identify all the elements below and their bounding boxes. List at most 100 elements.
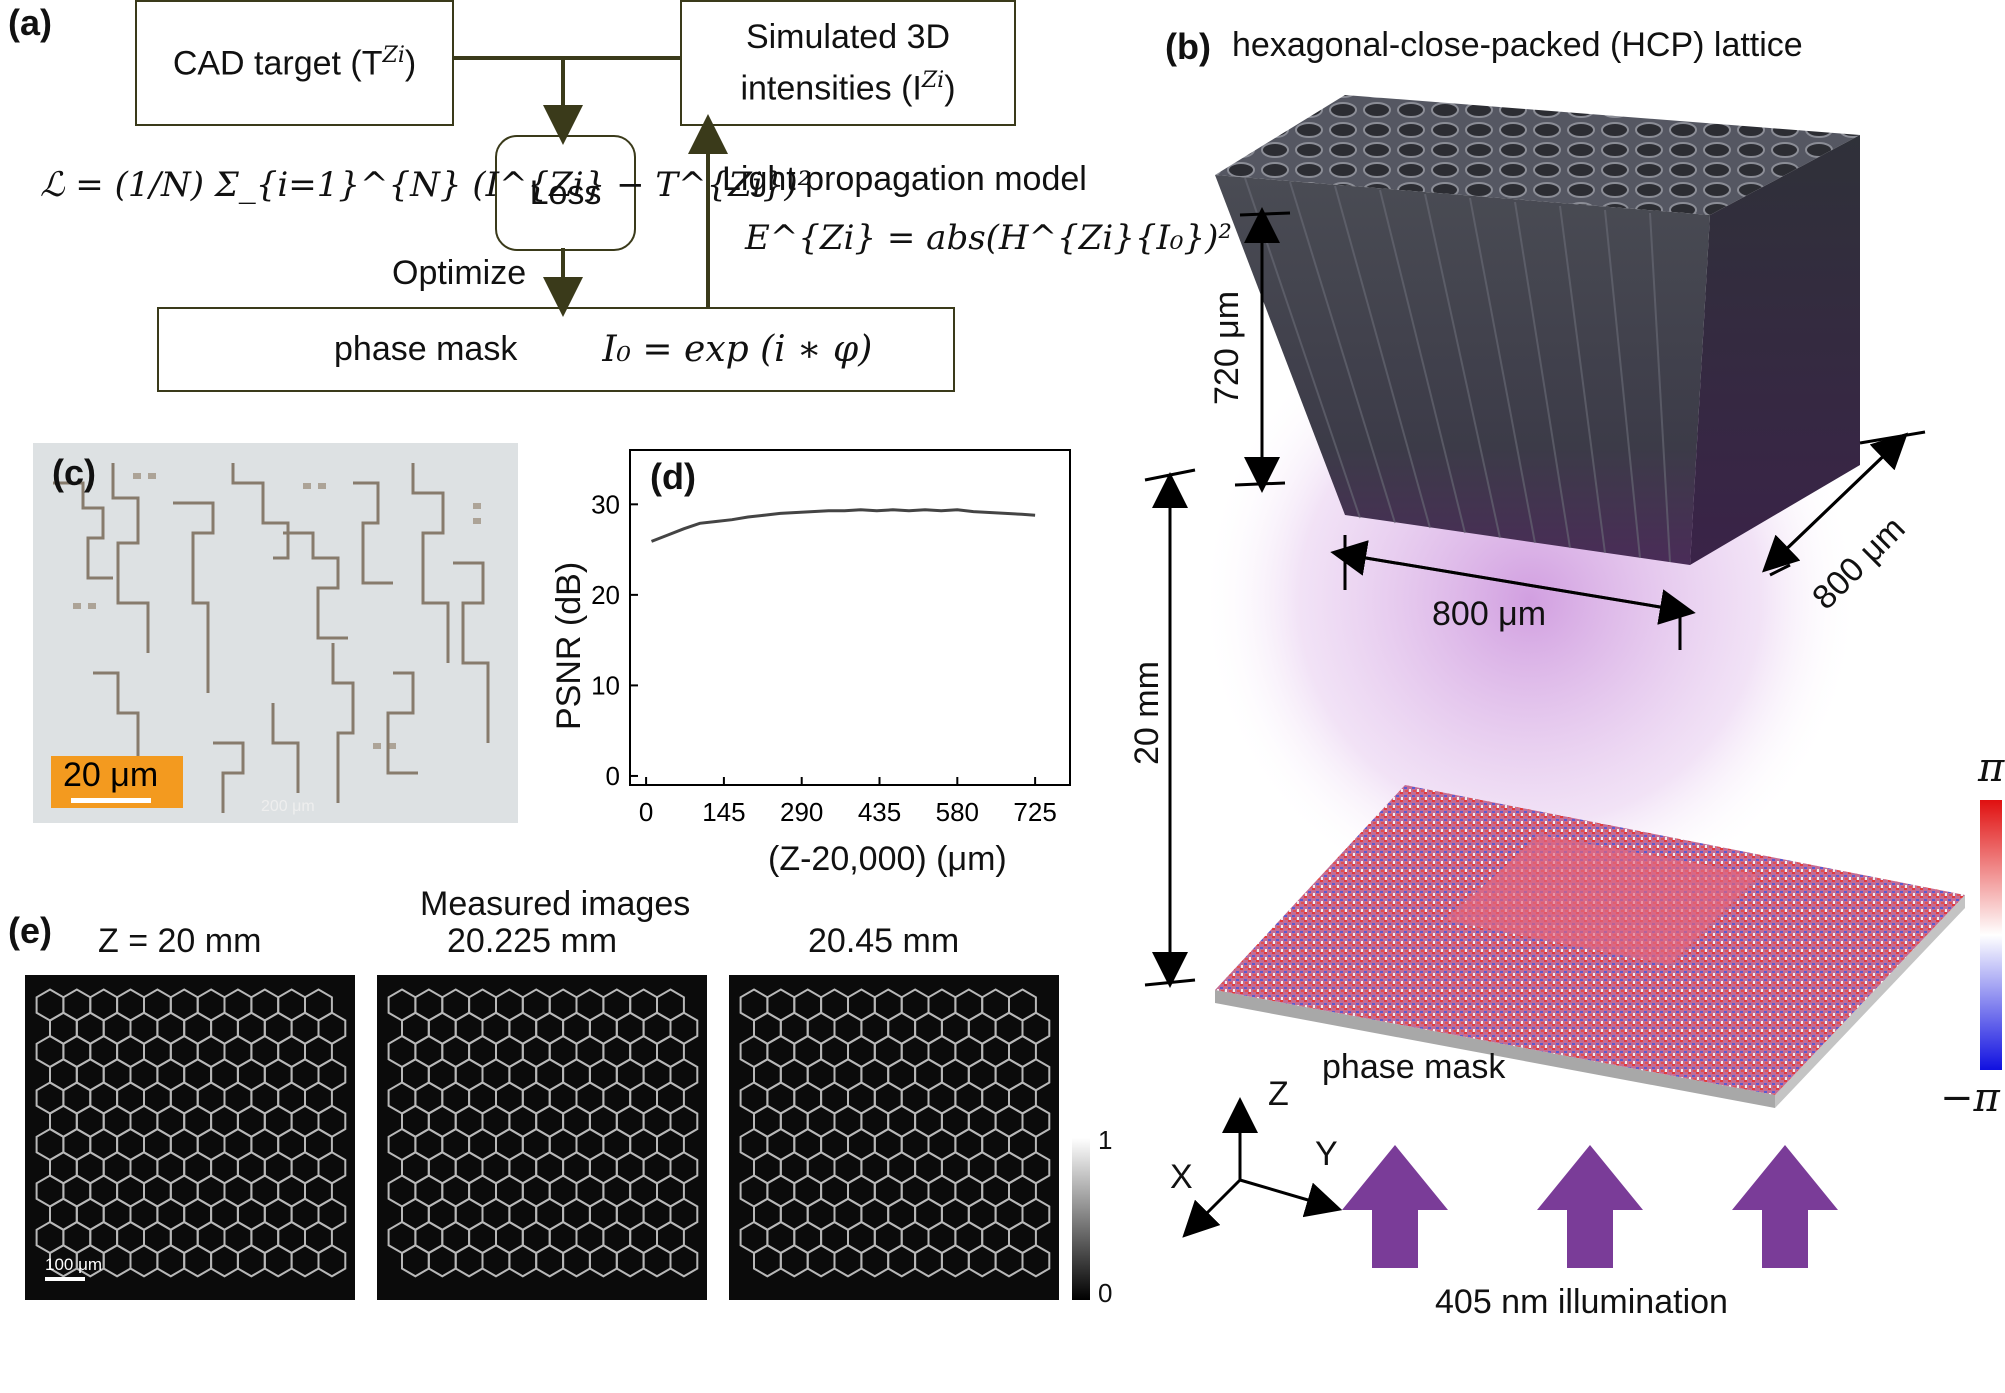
hexagon-cell <box>562 1244 591 1278</box>
image-z2-label: 20.225 mm <box>447 922 618 960</box>
sim-line2: intensities (I <box>740 69 922 108</box>
scale-bar-label: 20 μm <box>63 756 159 794</box>
hexagon-cell <box>317 1244 347 1278</box>
x-tick-label: 435 <box>858 797 901 827</box>
panel-b-title: hexagonal-close-packed (HCP) lattice <box>1232 26 1803 64</box>
scale-bar-small-label: 200 μm <box>261 798 315 815</box>
hexagon-cell <box>236 1244 266 1278</box>
hexagon-cell <box>183 1244 213 1278</box>
loss-formula: ℒ = (1/N) Σ_{i=1}^{N} (I^{Zi} − T^{Zi})² <box>40 165 812 205</box>
illumination-arrow-2 <box>1537 1145 1643 1268</box>
hexagon-cell <box>156 1244 186 1278</box>
cad-target-label: CAD target (T <box>172 44 383 83</box>
cad-target-sup: Zi <box>382 42 405 68</box>
sim-end: ) <box>944 69 956 108</box>
x-tick-label: 0 <box>639 797 653 827</box>
hexagon-cell <box>887 1244 917 1278</box>
measured-image-2 <box>377 975 707 1300</box>
light-formula: E^{Zi} = abs(H^{Zi}{I₀})² <box>745 218 1233 258</box>
hexagon-cell <box>129 1244 159 1278</box>
illumination-arrows <box>1342 1145 1838 1268</box>
x-tick-label: 145 <box>702 797 745 827</box>
image-z3-label: 20.45 mm <box>808 922 960 960</box>
hexagon-cell <box>508 1244 538 1278</box>
phase-mask-box: phase mask I₀ = exp (i ∗ φ) <box>157 307 955 392</box>
panel-b-letter: (b) <box>1165 26 1211 67</box>
hexagon-cell <box>753 1244 782 1278</box>
x-tick-label: 725 <box>1013 797 1056 827</box>
scale-bar-line <box>71 798 151 803</box>
measured-image-1: 100 μm <box>25 975 355 1300</box>
dimension-arrows <box>1152 432 1908 988</box>
hexagon-cell <box>914 1244 943 1278</box>
sim-sup: Zi <box>921 68 945 94</box>
y-tick-label: 10 <box>591 670 620 700</box>
panel-e-letter: (e) <box>8 910 52 951</box>
lattice-top-face <box>1215 95 1860 215</box>
phase-formula: I₀ = exp (i ∗ φ) <box>602 329 873 370</box>
illumination-label: 405 nm illumination <box>1435 1283 1728 1321</box>
hexagon-cell <box>427 1244 457 1278</box>
hexagon-cell <box>642 1244 672 1278</box>
hexagon-cell <box>481 1244 511 1278</box>
axis-y-label: Y <box>1315 1135 1338 1173</box>
loss-box: Loss <box>495 135 636 251</box>
hexagon-cell <box>454 1244 484 1278</box>
hexagon-cell <box>401 1244 430 1278</box>
panel-c-letter: (c) <box>52 452 96 493</box>
image-z1-label: Z = 20 mm <box>98 922 262 960</box>
hexagon-cell <box>615 1244 645 1278</box>
y-tick-label: 0 <box>606 761 620 791</box>
chart-frame <box>629 449 1071 786</box>
hexagon-cell <box>967 1244 997 1278</box>
hexagon-cell <box>669 1244 699 1278</box>
phase-mask-slab-side <box>1775 895 1965 1108</box>
hexagon-cell <box>1021 1244 1051 1278</box>
illumination-arrow-3 <box>1732 1145 1838 1268</box>
x-tick-label: 290 <box>780 797 823 827</box>
hexagon-cell <box>588 1244 618 1278</box>
hexagon-cell <box>290 1244 320 1278</box>
panel-a-letter: (a) <box>8 2 52 43</box>
chart-ylabel: PSNR (dB) <box>550 561 588 730</box>
psnr-series-line <box>650 508 1036 543</box>
cad-target-box: CAD target (TZi) <box>135 0 454 126</box>
microscope-image: 20 μm 200 μm <box>33 443 518 823</box>
hexagon-cell <box>263 1244 293 1278</box>
light-model-label: Light propagation model <box>722 160 1087 198</box>
hexagon-cell <box>860 1244 890 1278</box>
hexagon-cell <box>833 1244 863 1278</box>
hexagon-cell <box>535 1244 565 1278</box>
hexagon-cell <box>779 1244 809 1278</box>
phase-mask-label: phase mask <box>334 330 518 368</box>
grayscale-cbar-min: 0 <box>1098 1278 1113 1308</box>
chart-xlabel: (Z-20,000) (μm) <box>768 840 1007 878</box>
illumination-arrow-1 <box>1342 1145 1448 1268</box>
xyz-axes <box>1182 1097 1343 1238</box>
phase-colorbar <box>1980 800 2002 1070</box>
image-scale-bar <box>45 1277 85 1281</box>
colorbar-min-label: −π <box>1940 1075 2000 1121</box>
image-scale-label: 100 μm <box>45 1255 103 1274</box>
hexagon-cell <box>102 1244 132 1278</box>
hexagon-cell <box>940 1244 970 1278</box>
dim-width-label: 800 μm <box>1432 595 1547 633</box>
loss-label: Loss <box>529 173 602 212</box>
y-tick-label: 30 <box>591 489 620 519</box>
panel-d-letter: (d) <box>650 456 696 497</box>
phase-mask-slab-edge <box>1215 990 1775 1108</box>
measured-image-3 <box>729 975 1059 1300</box>
y-tick-label: 20 <box>591 580 620 610</box>
sim-line1: Simulated 3D <box>745 18 951 57</box>
hexagon-cell <box>210 1244 239 1278</box>
measured-images-title: Measured images <box>420 885 691 923</box>
axis-z-label: Z <box>1268 1075 1289 1113</box>
cad-target-end: ) <box>404 44 417 83</box>
grayscale-colorbar <box>1072 1138 1090 1300</box>
axis-x-label: X <box>1170 1158 1193 1196</box>
grayscale-cbar-max: 1 <box>1098 1125 1113 1155</box>
colorbar-max-label: π <box>1978 745 2005 791</box>
